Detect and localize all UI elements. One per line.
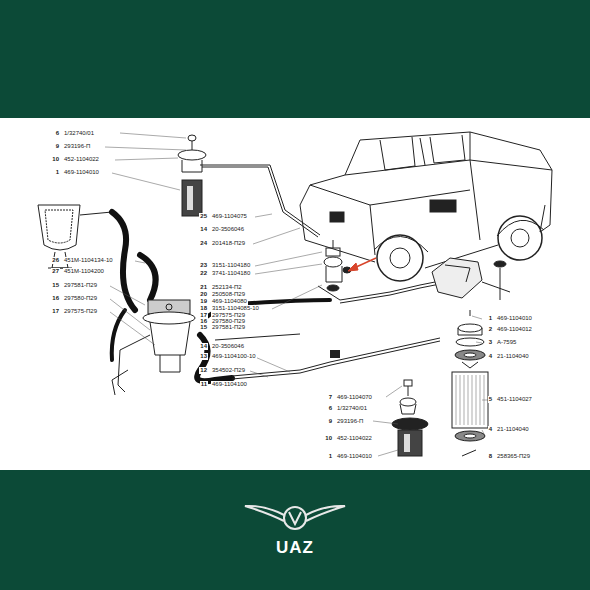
callout-number: 21 xyxy=(199,284,208,291)
part-number: 21-1104040 xyxy=(496,426,530,433)
part-number: 354502-П29 xyxy=(211,367,246,374)
callout-number: 15 xyxy=(51,282,60,289)
part-number: 21-1104040 xyxy=(496,353,530,360)
part-number: 452-1104022 xyxy=(336,435,373,442)
part-number: 293196-П xyxy=(336,418,364,425)
part-number: 469-1104100-10 xyxy=(211,353,257,360)
part-number: 469-1104080 xyxy=(211,298,248,305)
callout-number: 13 xyxy=(199,353,208,360)
callout-number: 12 xyxy=(199,367,208,374)
part-number: 250508-П29 xyxy=(211,291,246,298)
part-number: 3151-1104085-10 xyxy=(211,305,260,312)
part-number: 469-1104010 xyxy=(336,453,373,460)
part-number: 3151-1104180 xyxy=(211,262,251,269)
callout-number: 16 xyxy=(51,295,60,302)
callout-number: 15 xyxy=(199,324,208,331)
callout-number: 25 xyxy=(199,213,208,220)
callout-number: 10 xyxy=(51,156,60,163)
callout-number: 18 xyxy=(199,305,208,312)
brand-name: UAZ xyxy=(276,538,314,558)
callout-number: 22 xyxy=(199,270,208,277)
part-number: 451М-1104200 xyxy=(63,268,105,275)
part-number: 469-1104012 xyxy=(496,326,533,333)
callout-number: 2 xyxy=(488,326,493,333)
part-number: 297575-П29 xyxy=(63,308,98,315)
callout-number: 3 xyxy=(488,339,493,346)
part-number: 451М-1104134-10 xyxy=(63,257,114,264)
callout-number: 10 xyxy=(324,435,333,442)
callout-number: 9 xyxy=(55,143,60,150)
part-number: 20-3506046 xyxy=(211,343,245,350)
part-number: 469-1104010 xyxy=(496,315,533,322)
callout-number: 27 xyxy=(51,268,60,275)
part-number: А-7595 xyxy=(496,339,517,346)
part-number: 469-1104010 xyxy=(63,169,100,176)
callout-number: 9 xyxy=(328,418,333,425)
part-number: 293196-П xyxy=(63,143,91,150)
callout-number: 14 xyxy=(199,226,208,233)
callout-number: 1 xyxy=(488,315,493,322)
part-number: 297581-П29 xyxy=(63,282,98,289)
callout-number: 8 xyxy=(488,453,493,460)
callout-number: 5 xyxy=(488,396,493,403)
callout-number: 19 xyxy=(199,298,208,305)
callout-number: 7 xyxy=(328,394,333,401)
callout-number: 4 xyxy=(488,353,493,360)
part-number: 252134-П2 xyxy=(211,284,243,291)
callout-number: 14 xyxy=(199,343,208,350)
callout-number: 26 xyxy=(51,257,60,264)
part-number: 1/32740/01 xyxy=(63,130,95,137)
part-number: 297580-П29 xyxy=(63,295,98,302)
part-number: 3741-1104180 xyxy=(211,270,251,277)
part-number: 469-1104070 xyxy=(336,394,373,401)
part-number: 469-1104075 xyxy=(211,213,248,220)
callout-number: 4 xyxy=(488,426,493,433)
part-number: 469-1104100 xyxy=(211,381,248,388)
callout-number: 17 xyxy=(51,308,60,315)
callout-number: 1 xyxy=(328,453,333,460)
callout-number: 6 xyxy=(328,405,333,412)
part-number: 20-3506046 xyxy=(211,226,245,233)
part-number: 452-1104022 xyxy=(63,156,100,163)
callout-number: 20 xyxy=(199,291,208,298)
callout-number: 24 xyxy=(199,240,208,247)
part-number: 451-1104027 xyxy=(496,396,533,403)
part-number: 201418-П29 xyxy=(211,240,246,247)
part-number: 297581-П29 xyxy=(211,324,246,331)
callout-number: 11 xyxy=(200,381,208,388)
callout-number: 23 xyxy=(199,262,208,269)
part-number: 258365-П29 xyxy=(496,453,531,460)
callout-number: 6 xyxy=(55,130,60,137)
callout-number: 1 xyxy=(55,169,60,176)
part-number: 1/32740/01 xyxy=(336,405,368,412)
